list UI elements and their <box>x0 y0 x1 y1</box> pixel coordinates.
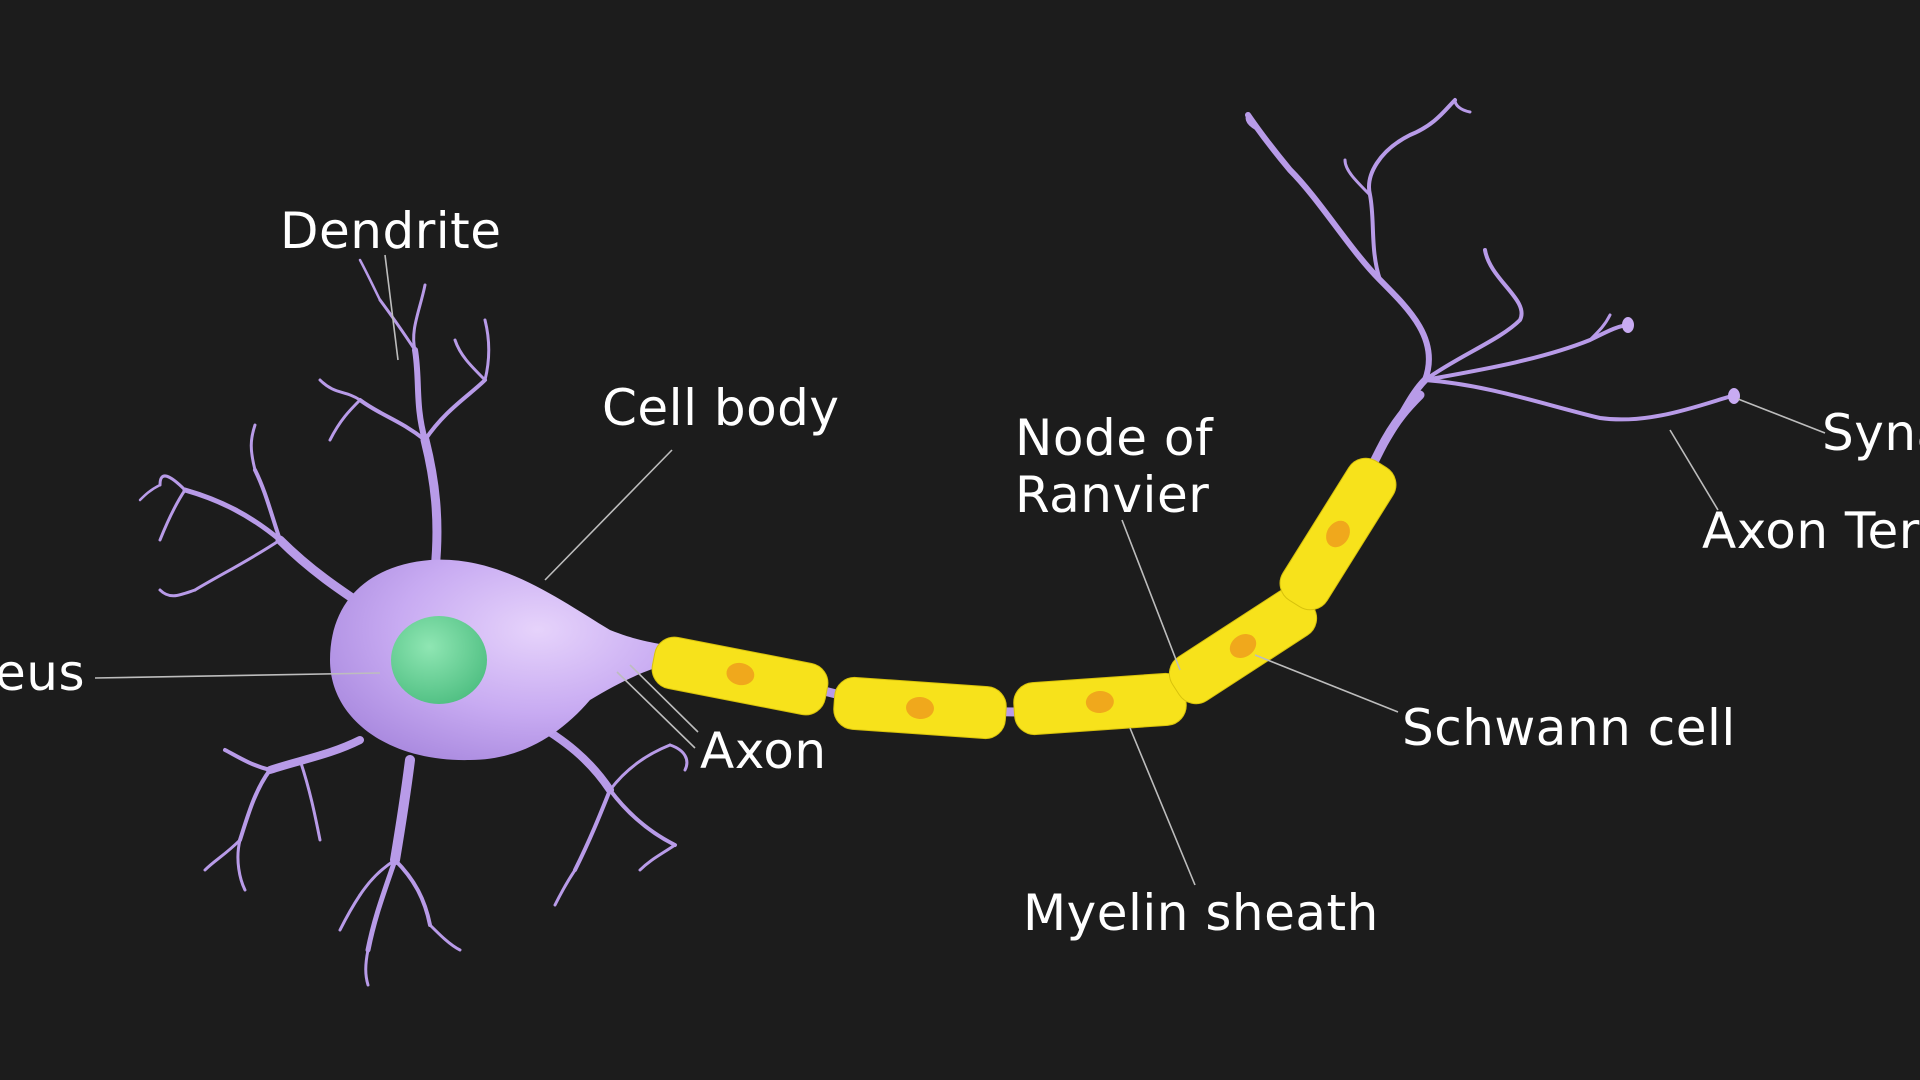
dendrite-branch <box>193 538 282 592</box>
dendrite-branch <box>253 468 282 542</box>
dendrite-branch <box>318 378 362 402</box>
dendrite-branch <box>236 838 247 892</box>
synapse-knob <box>1622 317 1634 333</box>
dendrite-branch <box>390 755 415 865</box>
axon-terminal-branches <box>1245 98 1740 454</box>
node-of-ranvier-leader <box>1121 519 1181 671</box>
dendrite-branch <box>453 338 487 382</box>
cell-body-leader <box>544 449 673 581</box>
label-synapse: Synap <box>1822 404 1920 462</box>
schwann-cell-nucleus <box>1229 634 1257 658</box>
schwann-cell-nucleus <box>906 696 934 720</box>
dendrite-branch <box>158 588 197 598</box>
dendrite-branch <box>158 488 187 542</box>
dendrite-branch <box>668 743 689 772</box>
terminal-branch <box>1245 112 1432 383</box>
dendrite-branch <box>266 736 364 774</box>
myelin-segment <box>651 636 829 716</box>
axon-leader <box>629 664 699 733</box>
terminal-branch <box>1423 378 1737 422</box>
dendrite-branch <box>573 788 612 872</box>
dendrite-leader <box>384 254 399 361</box>
terminal-branch <box>1423 323 1632 382</box>
dendrite-branch <box>203 838 242 872</box>
terminal-branch <box>1367 98 1457 282</box>
myelin-segment <box>1013 672 1187 736</box>
terminal-branch <box>1453 98 1472 114</box>
dendrite-branch <box>378 298 417 352</box>
dendrite-branch <box>158 474 187 492</box>
label-axon-terminal: Axon Term <box>1702 502 1920 560</box>
dendrite-branch <box>393 858 432 927</box>
dendrite-branch <box>553 868 577 907</box>
dendrite-branch <box>483 318 491 382</box>
terminal-branch <box>1423 248 1524 382</box>
dendrite-branch <box>364 948 370 987</box>
myelin-sheath-leader <box>1129 727 1196 886</box>
dendrite-branch <box>328 398 362 442</box>
schwann-cell-nucleus <box>1326 520 1350 548</box>
label-nucleus: eus <box>0 644 85 702</box>
schwann-cell-nucleus <box>1085 690 1114 714</box>
dendrite-branch <box>182 487 283 543</box>
dendrite-branch <box>358 858 397 897</box>
labels: Dendrite Cell body eus Axon Node of Ranv… <box>0 202 1920 942</box>
dendrite-branch <box>365 857 398 953</box>
terminal-branch <box>1245 113 1257 130</box>
terminal-branch <box>1376 376 1429 454</box>
terminal-branch <box>1588 313 1612 342</box>
dendrite-branch <box>423 378 487 442</box>
label-cell-body: Cell body <box>602 379 840 437</box>
label-dendrite: Dendrite <box>280 202 502 260</box>
leader-lines <box>94 254 1826 886</box>
nucleus <box>391 616 487 704</box>
dendrite-branch <box>608 788 677 847</box>
dendrite-branch <box>238 768 272 842</box>
dendrite-branch <box>298 758 322 842</box>
myelin-segment <box>1279 457 1397 611</box>
dendrite-branch <box>358 398 427 442</box>
dendrite-branch <box>638 843 677 872</box>
dendrite-branch <box>412 283 427 352</box>
label-axon: Axon <box>700 722 827 780</box>
cell-body <box>330 559 665 761</box>
myelin-sheath <box>651 457 1397 740</box>
nucleus-leader <box>94 672 381 679</box>
dendrite-branch <box>138 483 162 502</box>
synapse-leader <box>1737 398 1826 434</box>
myelin-segment <box>833 676 1007 740</box>
axon-terminal-leader <box>1669 429 1719 511</box>
schwann-cell-nucleus <box>726 662 755 686</box>
axon-leader-2 <box>616 671 696 749</box>
label-myelin-sheath: Myelin sheath <box>1023 884 1379 942</box>
synapse-knob <box>1728 388 1740 404</box>
label-node-of-ranvier-line1: Node of <box>1015 409 1214 467</box>
dendrite-branch <box>249 423 257 472</box>
dendrite-branch <box>428 923 462 952</box>
myelin-segment <box>1168 587 1318 705</box>
label-schwann-cell: Schwann cell <box>1402 699 1736 757</box>
terminal-branch <box>1343 158 1372 197</box>
dendrite-branch <box>420 435 442 575</box>
schwann-cell-leader <box>1254 654 1399 713</box>
dendrite-branch <box>223 748 272 772</box>
label-node-of-ranvier-line2: Ranvier <box>1015 466 1209 524</box>
dendrite-branch <box>338 893 362 932</box>
dendrite-branch <box>412 347 428 443</box>
dendrite-branch <box>358 258 382 302</box>
dendrite-branch <box>608 743 672 792</box>
